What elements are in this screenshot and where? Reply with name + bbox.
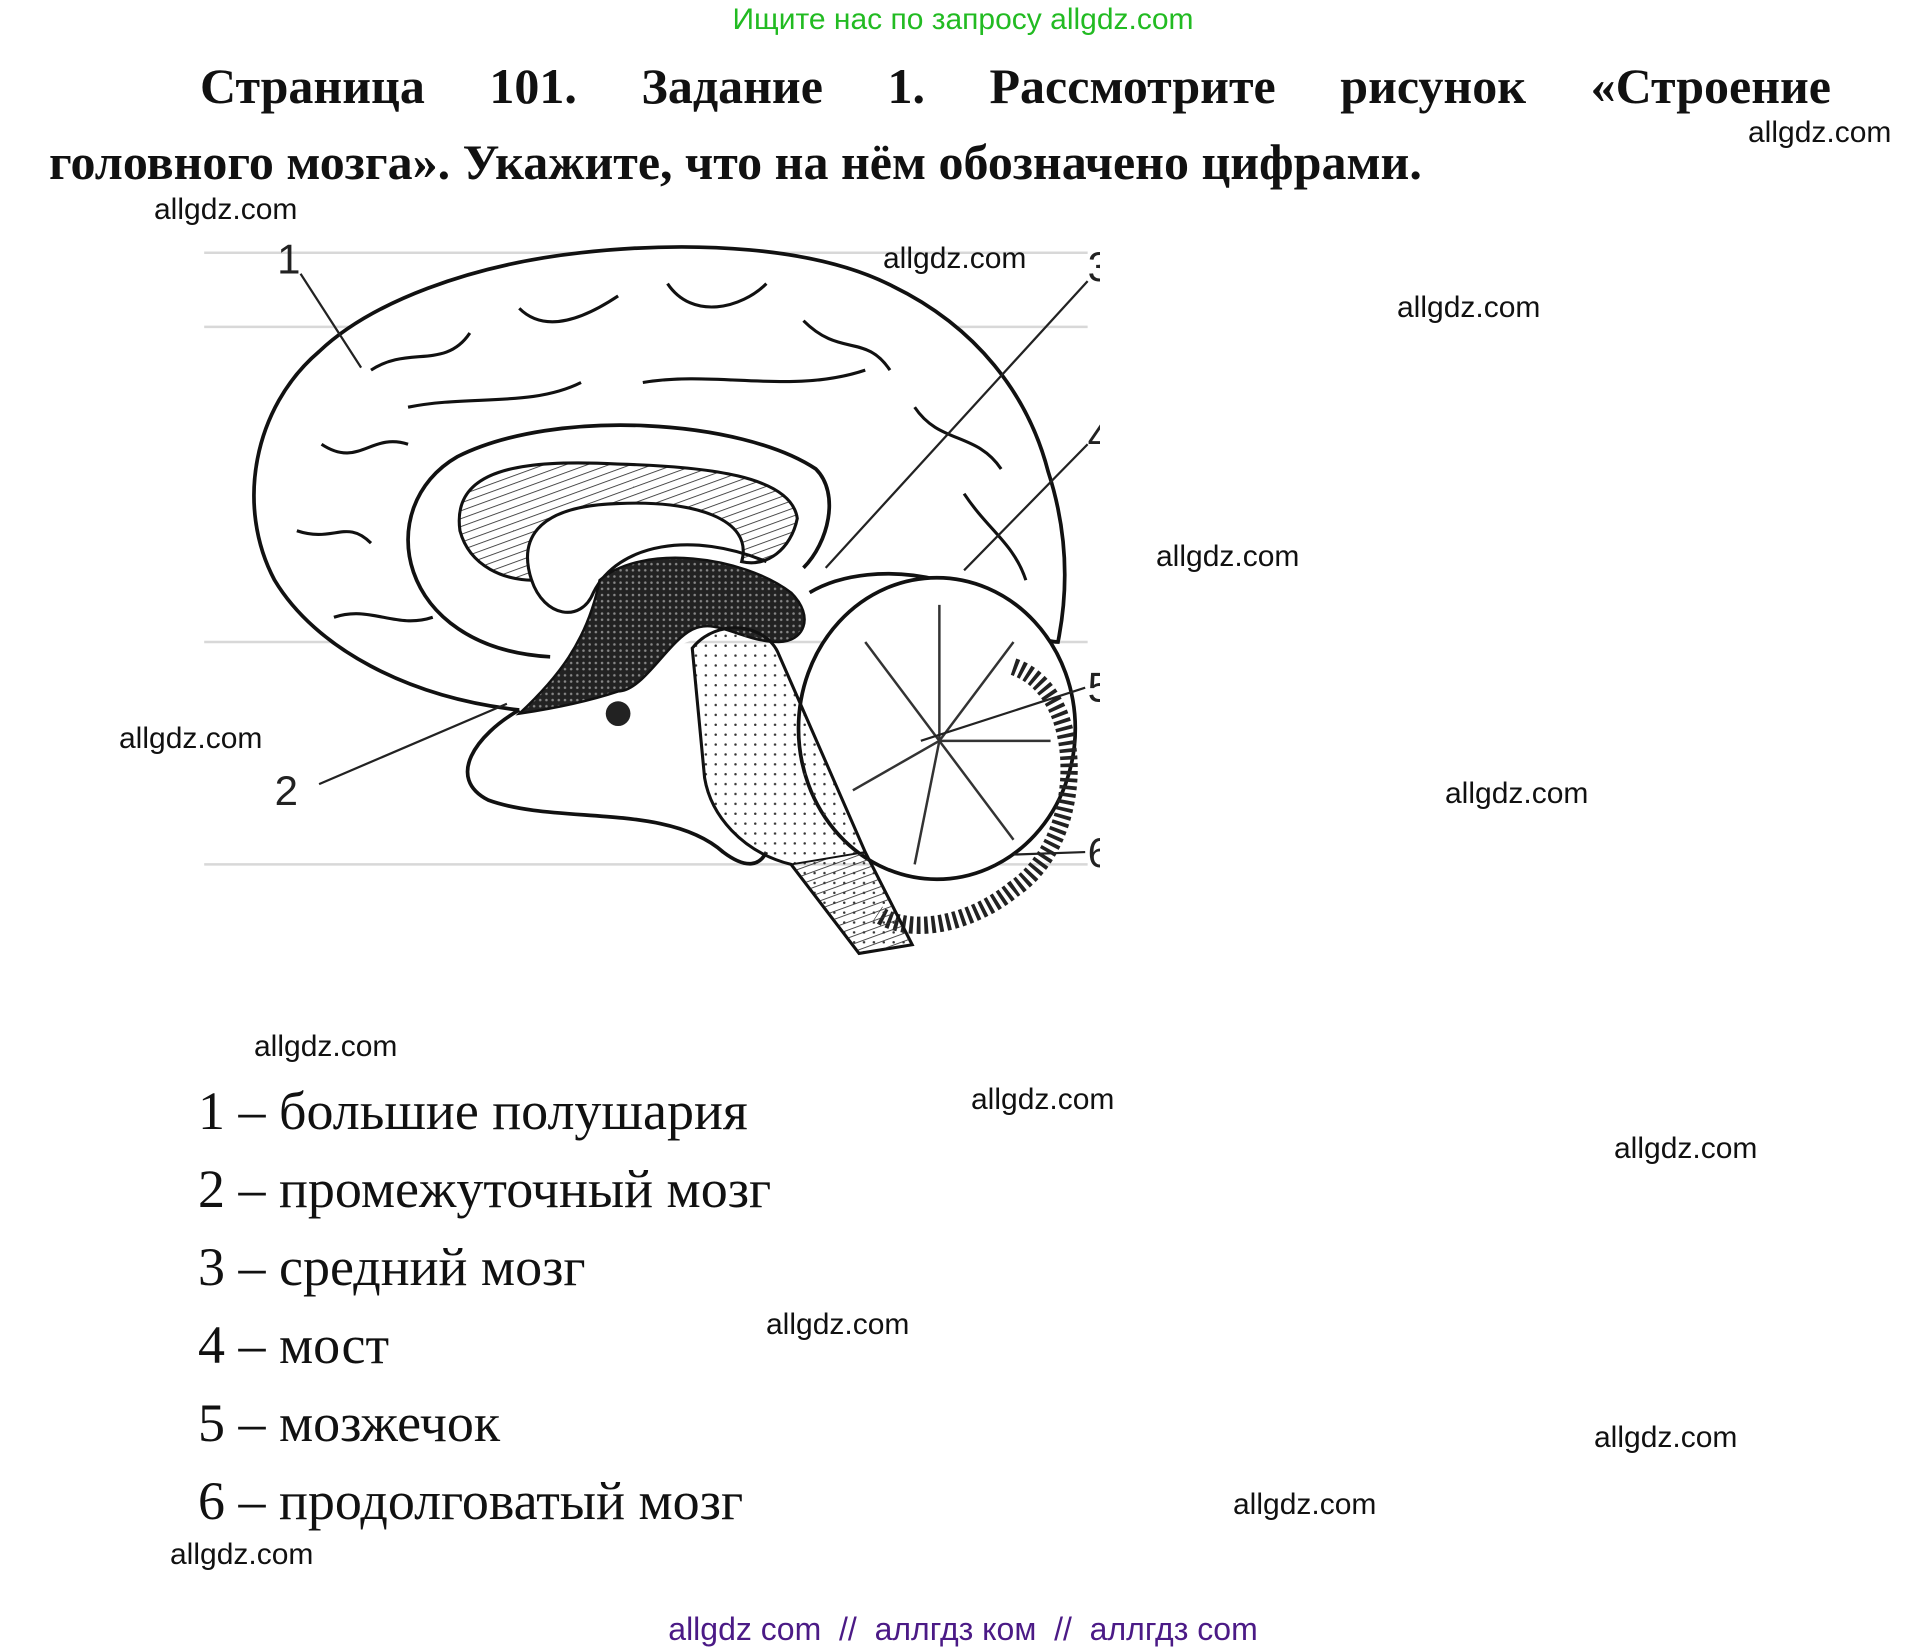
answer-dash: – [225,1393,279,1453]
footer-link[interactable]: allgdz com // аллгдз ком // аллгдз com [668,1611,1258,1647]
answer-item: 6 – продолговатый мозг [198,1462,771,1540]
answer-item: 4 – мост [198,1306,771,1384]
watermark: allgdz.com [170,1538,314,1571]
answer-number: 4 [198,1315,225,1375]
label-1: 1 [277,236,300,283]
watermark: allgdz.com [254,1030,398,1063]
temporal-lobe [465,708,769,866]
watermark: allgdz.com [971,1083,1115,1116]
sulci [296,282,1028,623]
answer-item: 2 – промежуточный мозг [198,1150,771,1228]
label-4: 4 [1088,412,1100,459]
pituitary-gland [605,701,631,727]
label-6: 6 [1088,829,1100,876]
answer-text: продолговатый мозг [279,1471,744,1531]
answer-text: мозжечок [279,1393,501,1453]
answer-number: 2 [198,1159,225,1219]
label-5: 5 [1088,663,1100,710]
answer-dash: – [225,1315,279,1375]
watermark: allgdz.com [883,242,1027,275]
answer-number: 5 [198,1393,225,1453]
answer-text: промежуточный мозг [279,1159,772,1219]
answer-text: средний мозг [279,1237,586,1297]
answer-number: 1 [198,1081,225,1141]
answer-list: 1 – большие полушария 2 – промежуточный … [198,1072,771,1540]
watermark: allgdz.com [1397,291,1541,324]
task-title: Страница 101. Задание 1. Рассмотрите рис… [49,48,1831,200]
leader-lines [299,273,1089,856]
answer-dash: – [225,1237,279,1297]
watermark: allgdz.com [1233,1488,1377,1521]
search-note: Ищите нас по запросу allgdz.com [732,3,1194,36]
watermark: allgdz.com [1156,540,1300,573]
watermark: allgdz.com [1614,1132,1758,1165]
watermark: allgdz.com [1594,1421,1738,1454]
answer-text: мост [279,1315,390,1375]
label-3: 3 [1088,243,1100,290]
watermark: allgdz.com [1748,116,1892,149]
arbor-vitae [852,604,1051,865]
watermark: allgdz.com [766,1308,910,1341]
answer-item: 1 – большие полушария [198,1072,771,1150]
answer-item: 3 – средний мозг [198,1228,771,1306]
answer-dash: – [225,1471,279,1531]
watermark: allgdz.com [119,722,263,755]
answer-item: 5 – мозжечок [198,1384,771,1462]
answer-dash: – [225,1159,279,1219]
diencephalon [515,556,806,716]
watermark: allgdz.com [154,193,298,226]
watermark: allgdz.com [1445,777,1589,810]
label-2: 2 [275,767,298,814]
brain-diagram: 1 2 3 4 5 6 [204,236,1100,956]
task-title-line-2: головного мозга». Укажите, что на нём об… [49,134,1422,190]
answer-number: 3 [198,1237,225,1297]
answer-number: 6 [198,1471,225,1531]
task-title-line-1: Страница 101. Задание 1. Рассмотрите рис… [200,58,1831,114]
answer-dash: – [225,1081,279,1141]
corpus-callosum [457,461,799,582]
answer-text: большие полушария [279,1081,748,1141]
